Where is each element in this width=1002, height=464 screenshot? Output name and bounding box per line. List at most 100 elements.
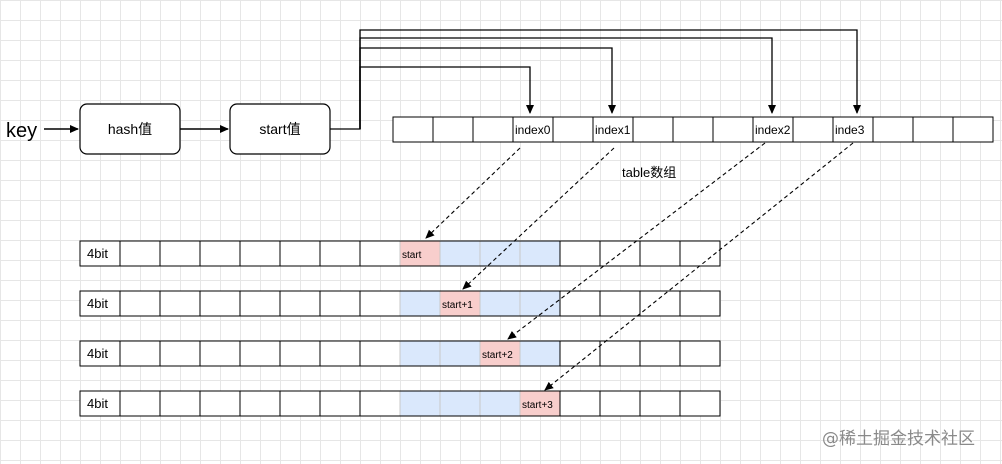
watermark: @稀土掘金技术社区 <box>822 429 975 449</box>
control-cell <box>679 390 721 417</box>
table-index-label: inde​x2 <box>755 123 791 137</box>
dashed-arrow-index0 <box>425 147 521 239</box>
table-cell <box>752 116 794 143</box>
key-label: key <box>6 120 37 142</box>
control-row-label: 4bit <box>87 296 108 311</box>
table-array: index0 index1 inde​x2 inde3 <box>392 116 994 143</box>
route-to-index2 <box>359 37 776 129</box>
control-cell <box>679 240 721 267</box>
control-cell <box>359 340 401 367</box>
dashed-arrow-index1 <box>462 147 615 290</box>
control-cell <box>639 240 681 267</box>
control-row: 4bit start+1 <box>79 290 721 317</box>
control-cell <box>439 340 481 367</box>
control-cell <box>359 390 401 417</box>
hash-box-label: hash值 <box>108 121 152 137</box>
table-cell <box>552 116 594 143</box>
table-cell <box>912 116 954 143</box>
control-highlight-label: start+2 <box>482 350 513 361</box>
table-index-label: index1 <box>595 123 631 137</box>
control-cell <box>279 240 321 267</box>
table-cell <box>952 116 994 143</box>
start-box-label: start值 <box>259 121 300 137</box>
table-cell <box>832 116 874 143</box>
dashed-arrow-index3 <box>544 142 854 391</box>
control-cell <box>199 240 241 267</box>
control-cell <box>639 290 681 317</box>
control-cell <box>279 290 321 317</box>
table-index-label: inde3 <box>835 123 865 137</box>
control-row: 4bit start <box>79 240 721 267</box>
control-highlight-label: start <box>402 250 422 261</box>
control-cell <box>399 290 441 317</box>
control-row-border <box>79 290 721 317</box>
control-cell <box>159 340 201 367</box>
control-cell <box>399 390 441 417</box>
control-cell <box>439 240 481 267</box>
control-cell <box>159 290 201 317</box>
dashed-mapping-arrows <box>425 142 854 391</box>
table-cell <box>392 116 434 143</box>
control-cell <box>279 390 321 417</box>
control-cell <box>319 290 361 317</box>
control-cell <box>359 290 401 317</box>
control-cell <box>559 290 601 317</box>
table-cell <box>592 116 634 143</box>
control-cell <box>239 340 281 367</box>
control-cell <box>479 290 521 317</box>
control-row-label: 4bit <box>87 246 108 261</box>
control-cell <box>559 390 601 417</box>
control-cell <box>399 240 441 267</box>
start-box: start值 <box>229 103 331 155</box>
control-cell <box>319 240 361 267</box>
control-cell <box>679 290 721 317</box>
control-cell <box>359 240 401 267</box>
control-cell <box>599 390 641 417</box>
route-to-index3 <box>359 29 861 129</box>
control-cell <box>479 240 521 267</box>
control-cell <box>199 290 241 317</box>
table-cell <box>712 116 754 143</box>
control-cell <box>119 290 161 317</box>
control-cell <box>319 340 361 367</box>
control-cell <box>399 340 441 367</box>
control-highlight-label: start+1 <box>442 300 473 311</box>
index-routing-arrows <box>330 29 861 130</box>
control-cell <box>119 390 161 417</box>
control-cell <box>599 290 641 317</box>
table-cell <box>872 116 914 143</box>
control-row: 4bit start+2 <box>79 340 721 367</box>
dashed-arrow-index2 <box>507 142 766 340</box>
control-cell <box>159 240 201 267</box>
control-row-label: 4bit <box>87 346 108 361</box>
control-cell <box>79 340 121 367</box>
control-cell <box>119 340 161 367</box>
control-highlight-label: start+3 <box>522 400 553 411</box>
control-rows: 4bit start 4bit start+1 4bit start+2 4bit start… <box>79 240 721 417</box>
control-cell <box>519 240 561 267</box>
control-cell <box>239 290 281 317</box>
control-cell <box>639 390 681 417</box>
table-cell <box>672 116 714 143</box>
control-row-border <box>79 390 721 417</box>
control-cell <box>239 390 281 417</box>
control-cell <box>279 340 321 367</box>
control-cell <box>479 390 521 417</box>
control-cell <box>599 340 641 367</box>
control-row-label: 4bit <box>87 396 108 411</box>
control-cell <box>519 290 561 317</box>
table-cell <box>472 116 514 143</box>
table-cell <box>432 116 474 143</box>
control-row-border <box>79 340 721 367</box>
control-cell <box>439 390 481 417</box>
table-cell <box>792 116 834 143</box>
control-cell <box>519 340 561 367</box>
control-cell <box>639 340 681 367</box>
table-cell <box>632 116 674 143</box>
control-row: 4bit start+3 <box>79 390 721 417</box>
control-row-border <box>79 240 721 267</box>
table-index-label: index0 <box>515 123 551 137</box>
control-cell <box>559 240 601 267</box>
control-cell <box>159 390 201 417</box>
